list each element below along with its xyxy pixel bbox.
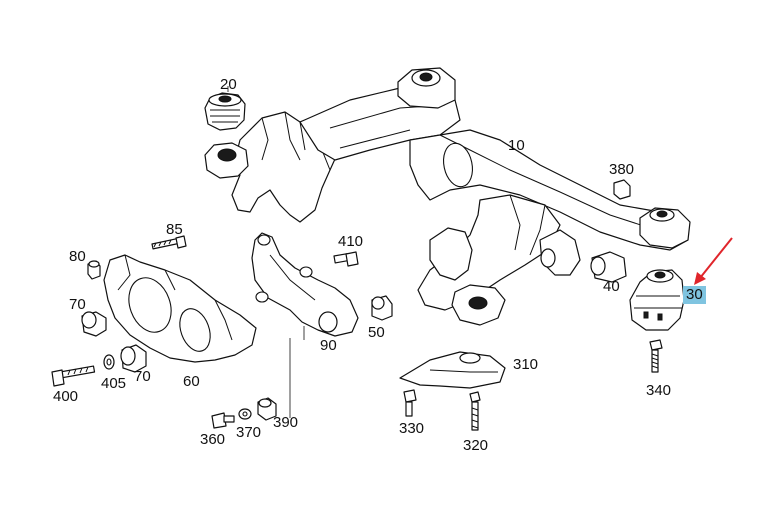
bolt-part-400[interactable] xyxy=(51,365,96,387)
callout-50: 50 xyxy=(368,324,385,341)
bushing-part-40[interactable] xyxy=(590,251,627,283)
callout-410: 410 xyxy=(338,233,364,250)
callout-310: 310 xyxy=(513,356,539,373)
bolt-part-340[interactable] xyxy=(649,339,663,373)
callout-40: 40 xyxy=(603,278,620,295)
callout-405: 405 xyxy=(101,375,127,392)
callout-10: 10 xyxy=(508,137,525,154)
callout-70-lower: 70 xyxy=(134,368,151,385)
bolt-part-360[interactable] xyxy=(211,412,235,429)
link-part-90[interactable] xyxy=(251,232,359,337)
bolt-part-320[interactable] xyxy=(469,391,481,431)
mount-part-20[interactable] xyxy=(204,92,249,179)
bushing-part-70-upper[interactable] xyxy=(81,311,107,337)
bolt-part-330[interactable] xyxy=(403,389,417,417)
callout-60: 60 xyxy=(183,373,200,390)
callout-380: 380 xyxy=(609,161,635,178)
bushing-part-390[interactable] xyxy=(257,397,277,421)
callout-30-highlighted[interactable]: 30 xyxy=(683,286,706,304)
callout-90: 90 xyxy=(320,337,337,354)
callout-70-upper: 70 xyxy=(69,296,86,313)
bracket-part-60[interactable] xyxy=(103,254,257,363)
callout-330: 330 xyxy=(399,420,425,437)
callout-85: 85 xyxy=(166,221,183,238)
callout-80: 80 xyxy=(69,248,86,265)
callout-340: 340 xyxy=(646,382,672,399)
callout-320: 320 xyxy=(463,437,489,454)
callout-370: 370 xyxy=(236,424,262,441)
nut-part-380[interactable] xyxy=(613,179,631,200)
bolt-part-410[interactable] xyxy=(333,251,359,267)
shield-part-310[interactable] xyxy=(399,351,506,389)
callout-390: 390 xyxy=(273,414,299,431)
washer-part-405[interactable] xyxy=(103,354,115,370)
red-arrow-icon xyxy=(694,237,733,285)
callout-360: 360 xyxy=(200,431,226,448)
bolt-part-85[interactable] xyxy=(151,235,187,250)
subframe-part-10[interactable] xyxy=(231,67,691,326)
bushing-part-50[interactable] xyxy=(371,295,393,321)
washer-part-370[interactable] xyxy=(238,408,252,420)
bushing-part-70-lower[interactable] xyxy=(120,344,147,373)
callout-400: 400 xyxy=(53,388,79,405)
callout-20: 20 xyxy=(220,76,237,93)
mount-part-30[interactable] xyxy=(629,269,685,331)
nut-part-80[interactable] xyxy=(87,260,101,280)
